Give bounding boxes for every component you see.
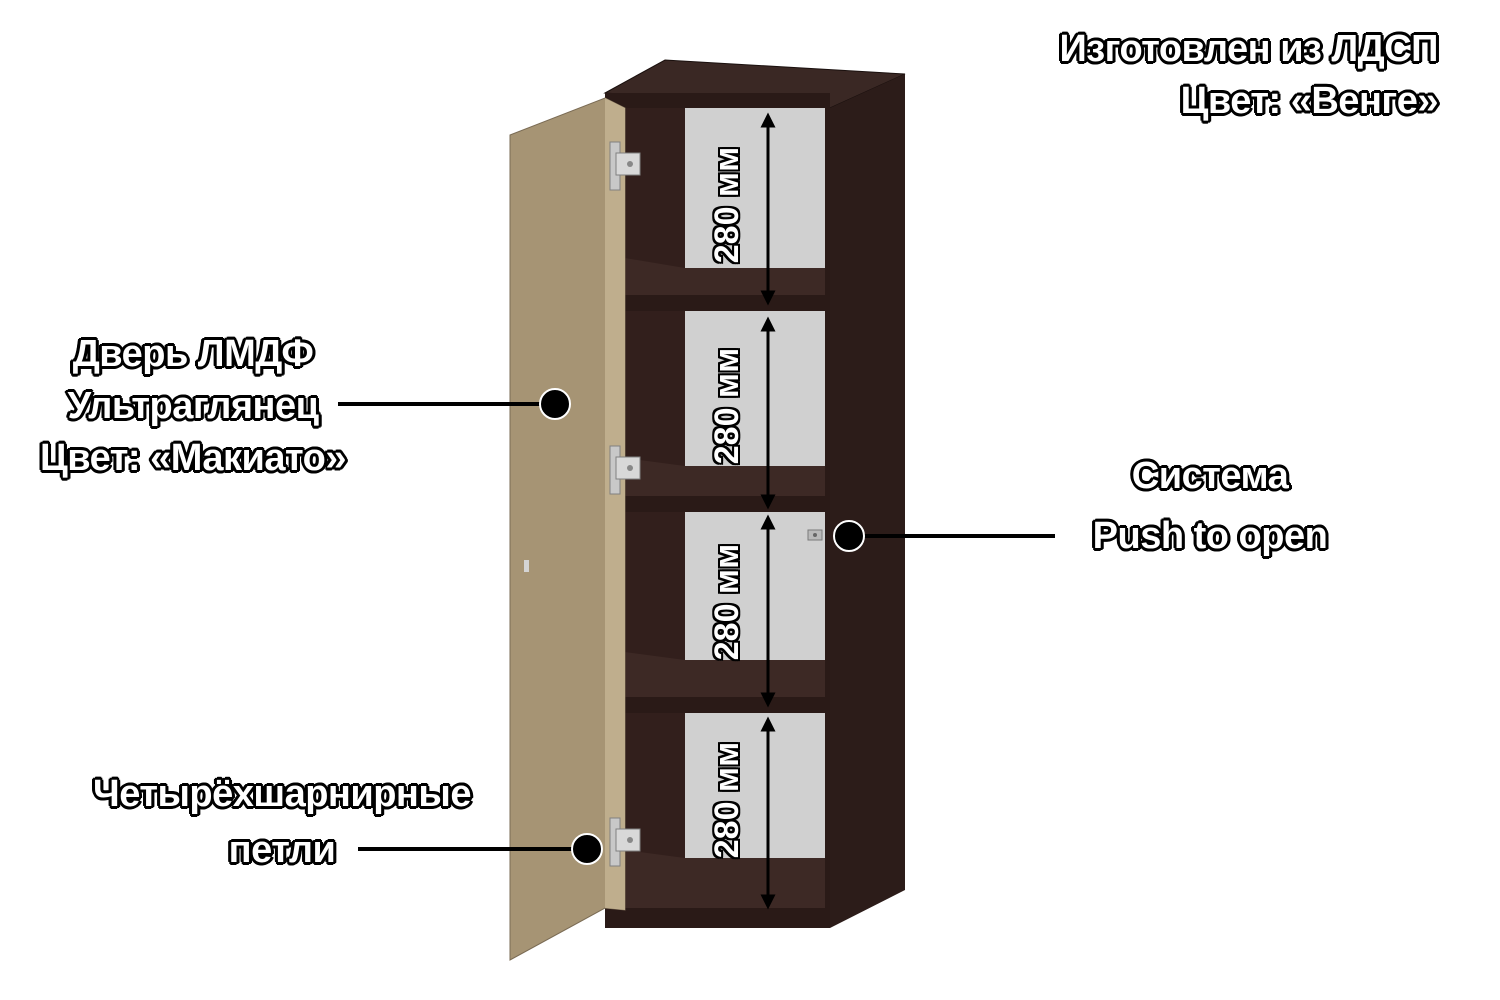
system-line-1: Система [1131,455,1289,497]
dimension-label-1: 280 мм [708,146,746,264]
dimension-label-4: 280 мм [708,741,746,859]
hinges-line-2: петли [228,829,336,871]
shelf-1 [622,295,827,311]
push-latch-icon [807,529,823,541]
compartment-1 [625,108,825,295]
door-label: Дверь ЛМДФ Ультраглянец Цвет: «Макиато» [32,335,354,477]
callout-dot-icon [571,833,603,865]
cabinet-side [830,74,905,928]
door-color-line: Цвет: «Макиато» [40,437,346,479]
cabinet-bottom [605,908,830,928]
door-line-1: Дверь ЛМДФ [72,333,314,375]
dimension-label-2: 280 мм [708,347,746,465]
compartment-4 [625,713,825,908]
shelf-2 [622,496,827,512]
door-stopper [524,560,529,572]
system-line-2: Push to open [1092,515,1328,557]
hinges-label: Четырёхшарнирные петли [66,775,498,869]
material-color-line: Цвет: «Венге» [1180,80,1439,122]
material-label: Изготовлен из ЛДСП Цвет: «Венге» [1059,30,1438,120]
door-line-2: Ультраглянец [67,385,319,427]
shelf-3 [622,697,827,713]
dimension-label-3: 280 мм [708,543,746,661]
callout-dot-icon [833,520,865,552]
hinges-line-1: Четырёхшарнирные [93,773,471,815]
door-edge [605,98,625,910]
compartment-3 [625,512,825,697]
hinge-icon [609,817,641,867]
system-label: Система Push to open [1065,457,1355,555]
material-line-1: Изготовлен из ЛДСП [1059,28,1438,70]
callout-dot-icon [539,388,571,420]
hinge-icon [609,141,641,191]
hinge-icon [609,445,641,495]
